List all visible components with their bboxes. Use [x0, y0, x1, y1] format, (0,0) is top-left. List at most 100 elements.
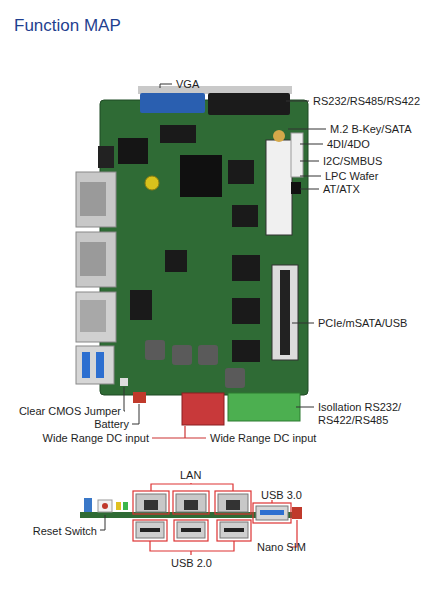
memory-chip [232, 340, 260, 362]
usb2-port [136, 522, 164, 538]
usb2-port [220, 522, 248, 538]
cpu [180, 155, 222, 197]
part-label: USB 2.0 [171, 557, 212, 570]
rj45-inner [80, 242, 106, 276]
part-label: VGA [176, 78, 199, 91]
chip [228, 160, 254, 184]
usb-tongue [181, 528, 201, 532]
switch-button [102, 503, 108, 509]
part-label: LAN [180, 469, 201, 482]
leader-line [160, 84, 172, 88]
dc-connector [182, 393, 224, 425]
usb2-port [177, 522, 205, 538]
highlight-box [253, 503, 291, 523]
rj45-opening [184, 500, 198, 510]
cmos-jumper [120, 378, 128, 386]
leader-line [300, 144, 323, 145]
part-label: Battery [94, 418, 129, 431]
leader-line [152, 437, 206, 438]
led [123, 502, 128, 510]
rj45 [76, 232, 116, 287]
terminal-block [228, 393, 300, 421]
usb-tongue [82, 352, 90, 378]
rj45 [176, 494, 206, 512]
rj45 [218, 494, 248, 512]
part-label: USB 3.0 [261, 489, 302, 502]
rj45-inner [80, 300, 106, 332]
usb-port [76, 346, 114, 384]
page-title: Function MAP [14, 16, 121, 36]
chip [118, 138, 148, 164]
usb-tongue [140, 528, 160, 532]
highlight-box [215, 491, 251, 514]
inductor [225, 368, 245, 388]
rj45 [76, 172, 116, 227]
rj45-inner [80, 182, 106, 216]
part-label: LPC Wafer [325, 170, 378, 183]
pcb [100, 100, 308, 395]
jack [98, 146, 114, 168]
chip [165, 250, 187, 272]
inductor [198, 345, 218, 365]
part-label: Isollation RS232/ RS422/RS485 [318, 401, 418, 427]
leader-line [124, 387, 125, 411]
jumper [291, 182, 301, 194]
leader-line [286, 101, 309, 102]
part [84, 498, 92, 512]
leader-line [132, 404, 139, 424]
part-label: Clear CMOS Jumper [19, 405, 121, 418]
part-label: PCIe/mSATA/USB [318, 317, 407, 330]
part-label: 4DI/4DO [327, 138, 370, 151]
capacitor [145, 176, 159, 190]
chip [160, 125, 196, 143]
bracket [151, 483, 233, 491]
pcie-slot [272, 265, 298, 360]
leader-line [288, 129, 326, 130]
part-label: I2C/SMBUS [323, 155, 382, 168]
usb-tongue [260, 510, 284, 515]
leader-line [100, 515, 105, 530]
highlight-box [133, 520, 167, 541]
part-label: Wide Range DC input [43, 432, 149, 445]
highlight-box [174, 520, 208, 541]
rj45-opening [144, 500, 158, 510]
part-label: RS232/RS485/RS422 [313, 95, 420, 108]
m2-slot [266, 140, 292, 235]
leader-line [300, 176, 321, 177]
leader-line [300, 189, 319, 190]
rj45 [136, 494, 166, 512]
leader-line [184, 426, 185, 438]
memory-chip [232, 298, 260, 324]
bracket [150, 541, 234, 555]
usb-tongue [224, 528, 244, 532]
sim-slot [292, 507, 302, 519]
db9-connector [208, 93, 290, 115]
usb3-port [256, 506, 288, 520]
inductor [172, 345, 192, 365]
inductor [145, 340, 165, 360]
chip [232, 205, 258, 227]
usb-tongue [96, 352, 104, 378]
db9-shell [206, 86, 292, 94]
memory-chip [232, 255, 260, 281]
reset-switch [98, 500, 112, 512]
part-label: AT/ATX [323, 183, 360, 196]
part-label: Nano SIM [257, 541, 306, 554]
highlight-box [133, 491, 169, 514]
part-label: M.2 B-Key/SATA [330, 123, 412, 136]
part-label: Wide Range DC input [210, 432, 316, 445]
part-label: Reset Switch [33, 525, 97, 538]
rj45 [76, 292, 116, 342]
leader-line [292, 323, 314, 324]
leader-line [300, 161, 319, 162]
battery-connector [133, 392, 146, 403]
rj45-opening [226, 500, 240, 510]
standoff [273, 130, 285, 142]
vga-connector [140, 93, 205, 113]
pcie-inner [280, 270, 290, 355]
highlight-box [217, 520, 251, 541]
highlight-box [173, 491, 209, 514]
chip [130, 290, 152, 320]
header [291, 133, 303, 177]
